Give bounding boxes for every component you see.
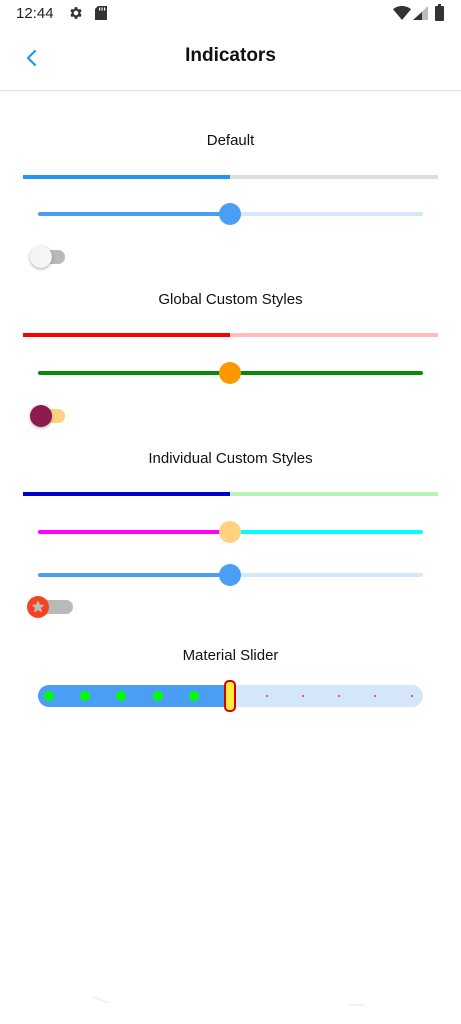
slider-max-track <box>230 573 423 577</box>
back-button[interactable] <box>18 44 46 72</box>
slider-thumb[interactable] <box>219 564 241 586</box>
wifi-icon <box>393 6 411 20</box>
progress-track <box>230 333 438 337</box>
individual-slider-2[interactable] <box>38 563 423 587</box>
section-title-material: Material Slider <box>182 647 279 664</box>
slider-min-track <box>38 573 230 577</box>
step-dot-active <box>189 691 199 701</box>
slider-thumb[interactable] <box>219 203 241 225</box>
switch-knob <box>27 596 49 618</box>
slider-thumb[interactable] <box>219 362 241 384</box>
slider-max-track <box>230 371 423 375</box>
app-header: Indicators <box>0 28 461 91</box>
step-dot-inactive <box>411 695 413 697</box>
step-dot-inactive <box>266 695 268 697</box>
section-title-global: Global Custom Styles <box>158 291 303 308</box>
individual-progress-bar <box>23 492 438 496</box>
star-icon <box>31 600 45 613</box>
individual-slider-1[interactable] <box>38 520 423 544</box>
progress-fill <box>23 175 230 179</box>
global-switch[interactable] <box>30 404 70 428</box>
signal-icon <box>413 6 428 20</box>
status-time: 12:44 <box>16 5 54 22</box>
default-slider[interactable] <box>38 202 423 226</box>
material-slider-fill <box>38 685 230 707</box>
step-dot-inactive <box>374 695 376 697</box>
progress-fill <box>23 492 230 496</box>
status-bar: 12:44 <box>0 0 461 28</box>
progress-fill <box>23 333 230 337</box>
section-title-individual: Individual Custom Styles <box>148 450 313 467</box>
material-slider[interactable] <box>38 680 423 712</box>
sd-card-icon <box>95 6 107 20</box>
global-progress-bar <box>23 333 438 337</box>
step-dot-active <box>44 691 54 701</box>
slider-max-track <box>230 212 423 216</box>
progress-track <box>230 175 438 179</box>
material-slider-thumb[interactable] <box>224 680 236 712</box>
global-slider[interactable] <box>38 361 423 385</box>
slider-min-track <box>38 371 230 375</box>
step-dot-inactive <box>338 695 340 697</box>
step-dot-inactive <box>302 695 304 697</box>
nav-back-hint <box>92 996 110 1004</box>
step-dot-active <box>153 691 163 701</box>
progress-track <box>230 492 438 496</box>
default-switch[interactable] <box>30 245 70 269</box>
default-progress-bar <box>23 175 438 179</box>
section-title-default: Default <box>206 132 255 149</box>
gear-icon <box>70 7 82 19</box>
battery-icon <box>435 4 444 21</box>
individual-switch[interactable] <box>27 595 75 619</box>
switch-knob <box>30 246 52 268</box>
page-title: Indicators <box>185 45 276 66</box>
switch-knob <box>30 405 52 427</box>
nav-recents-hint <box>349 1004 365 1006</box>
slider-max-track <box>230 530 423 534</box>
chevron-left-icon <box>26 49 37 67</box>
slider-thumb[interactable] <box>219 521 241 543</box>
slider-min-track <box>38 212 230 216</box>
step-dot-active <box>80 691 90 701</box>
slider-min-track <box>38 530 230 534</box>
step-dot-active <box>116 691 126 701</box>
